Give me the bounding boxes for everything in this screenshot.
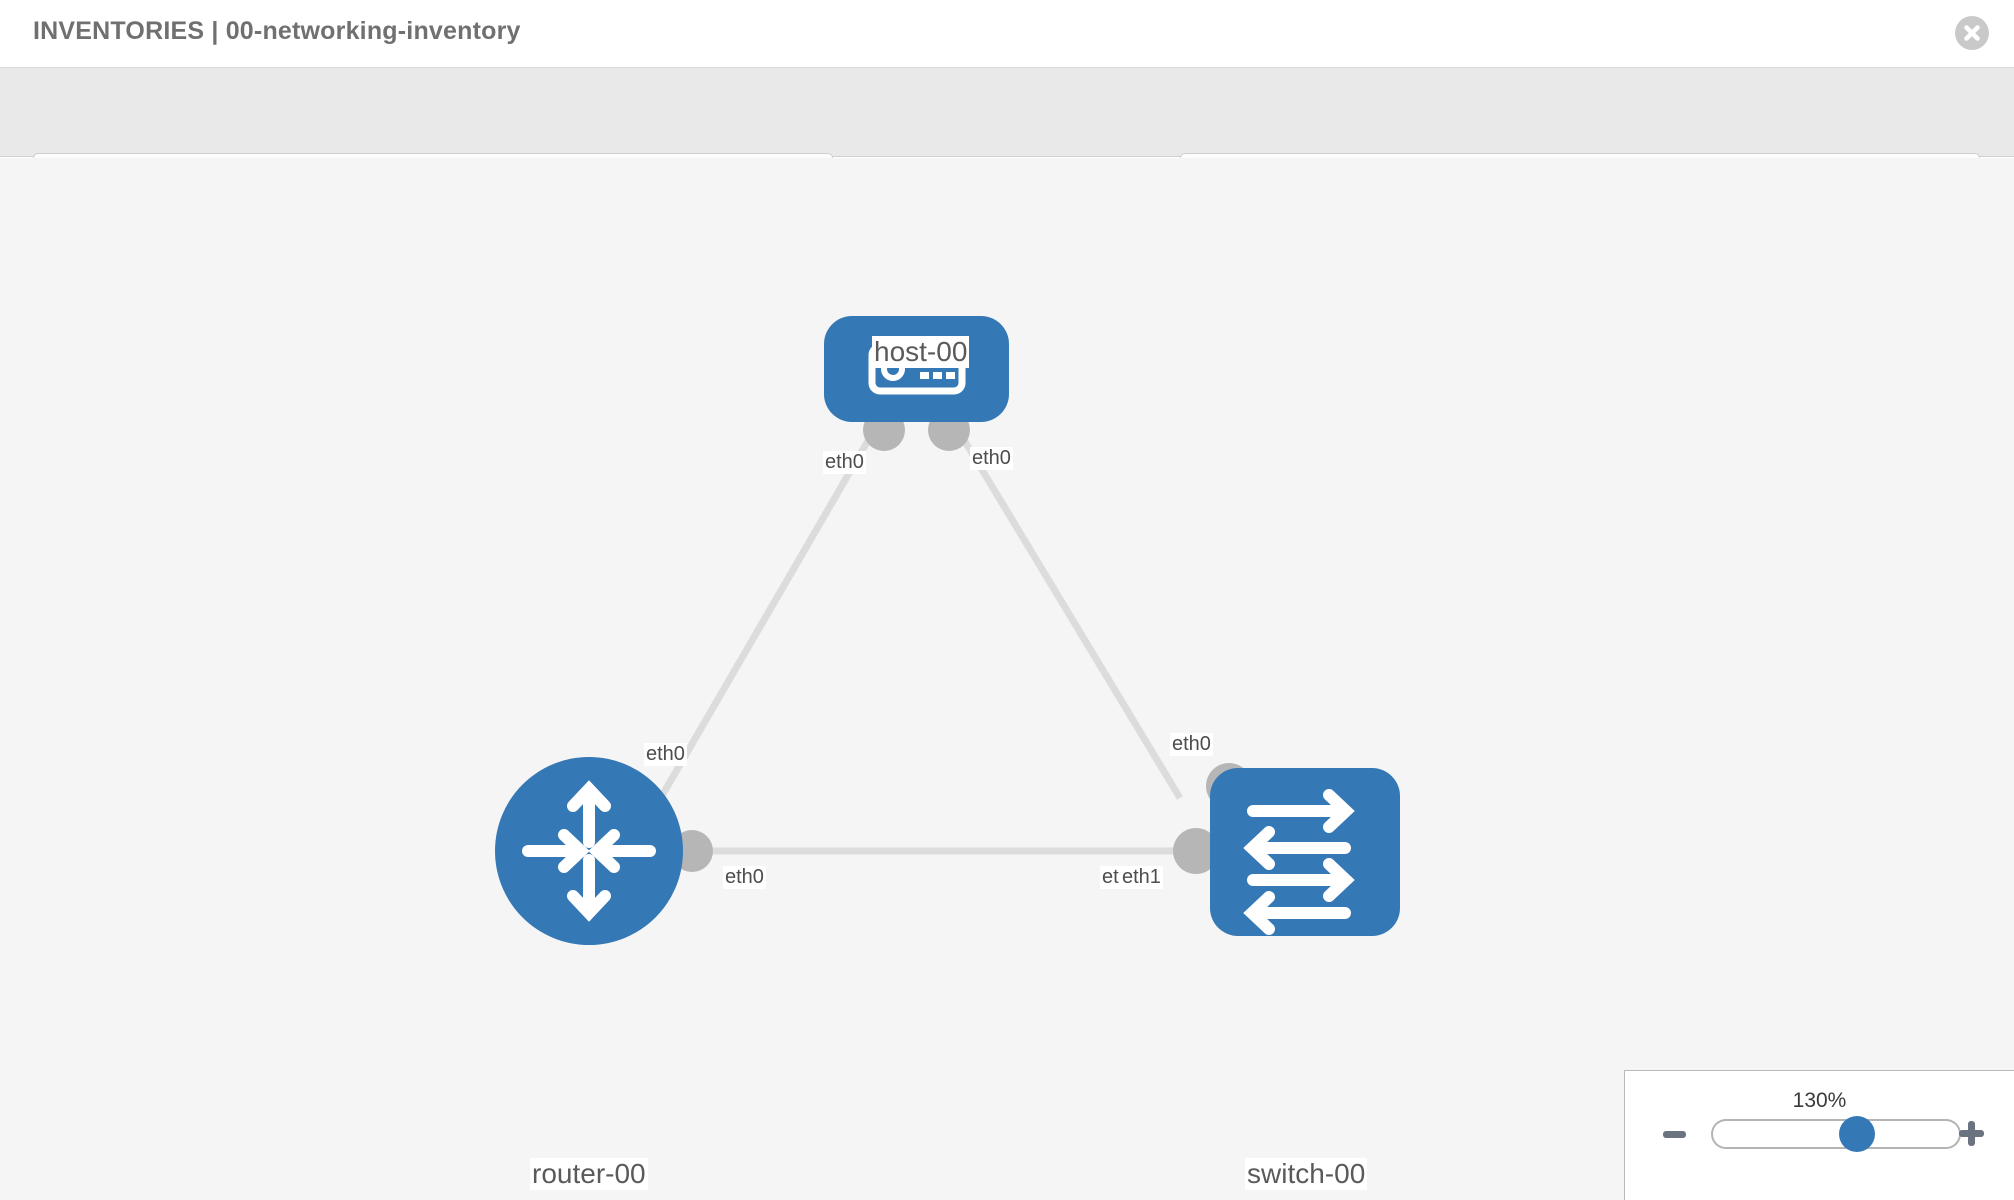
iface-label-switch00-eth1: eth1 xyxy=(1120,866,1163,889)
node-label-switch-00: switch-00 xyxy=(1245,1158,1368,1190)
node-label-router-00: router-00 xyxy=(530,1158,648,1190)
iface-label-host00-eth0-left: eth0 xyxy=(823,451,866,474)
zoom-level-value: 130% xyxy=(1792,1089,1847,1112)
connector-layer xyxy=(671,409,1252,874)
edge-host00-switch00 xyxy=(949,418,1183,800)
page-header: INVENTORIES | 00-networking-inventory xyxy=(0,0,2014,68)
router-arrows-icon xyxy=(522,780,656,922)
zoom-out-button[interactable] xyxy=(1663,1131,1686,1138)
topology-canvas[interactable]: host-00 router-00 switch-00 eth0 eth0 et… xyxy=(0,158,2014,1200)
edge-host00-router00 xyxy=(652,418,884,808)
close-icon[interactable] xyxy=(1955,16,1989,50)
zoom-in-button[interactable] xyxy=(1959,1121,1984,1146)
toolbar: ACTIONS SEARCH xyxy=(0,68,2014,202)
page-title: INVENTORIES | 00-networking-inventory xyxy=(33,17,521,45)
node-switch-00[interactable] xyxy=(1210,768,1400,936)
iface-label-host00-eth0-right: eth0 xyxy=(970,447,1013,470)
node-host-00[interactable] xyxy=(824,316,1009,422)
zoom-slider-track[interactable] xyxy=(1711,1119,1961,1149)
topology-graph xyxy=(495,316,1400,945)
node-router-00[interactable] xyxy=(495,757,683,945)
switch-arrows-icon xyxy=(1243,789,1355,935)
iface-label-router00-eth0: eth0 xyxy=(723,866,766,889)
connector-switch00-eth1 xyxy=(1173,828,1219,874)
iface-label-switch00-uplink-eth0: eth0 xyxy=(1170,733,1213,756)
zoom-control-panel: 130% xyxy=(1624,1070,2014,1200)
node-label-host-00: host-00 xyxy=(872,336,970,368)
iface-label-router00-uplink-eth0: eth0 xyxy=(644,743,687,766)
edge-layer xyxy=(652,418,1185,855)
zoom-slider-thumb[interactable] xyxy=(1839,1116,1876,1152)
